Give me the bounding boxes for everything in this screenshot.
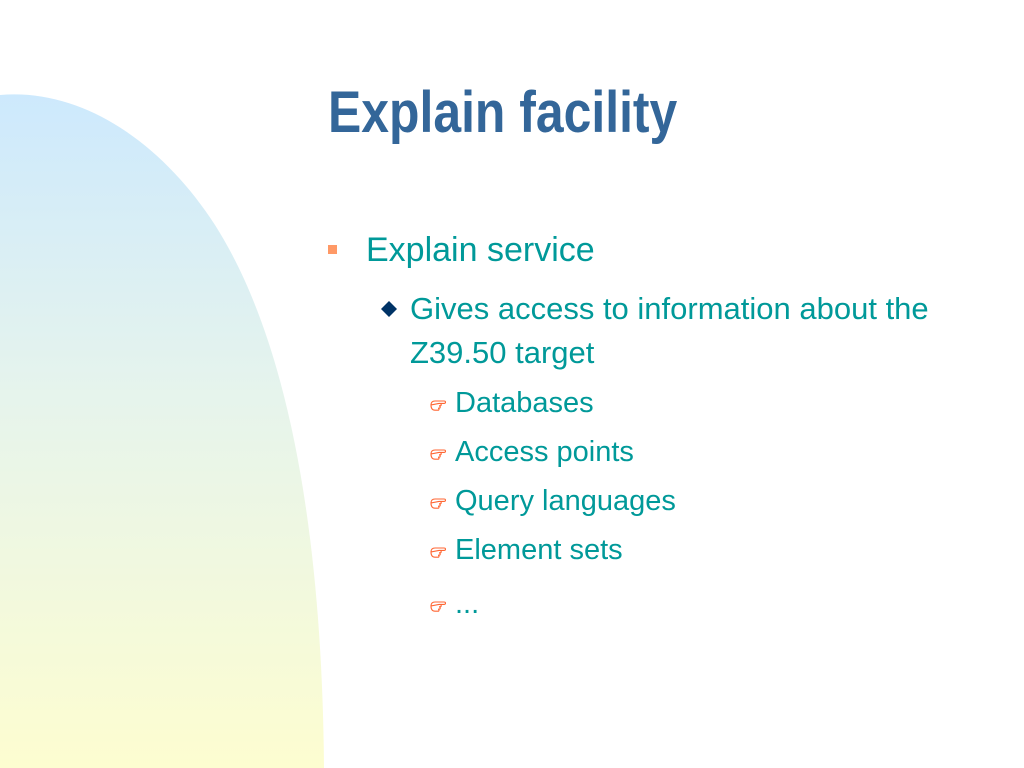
list-item-text: Access points (455, 436, 634, 468)
pointing-hand-icon (430, 449, 446, 460)
list-item-text: Element sets (455, 534, 623, 566)
pointing-hand-icon (430, 498, 446, 509)
sub-bullet-text: Gives access to information about the Z3… (410, 291, 929, 370)
pointing-hand-icon (430, 547, 446, 558)
slide-title: Explain facility (328, 80, 678, 145)
bullet-text: Explain service (366, 231, 595, 269)
list-item-text: Databases (455, 387, 594, 419)
pointing-hand-icon (430, 601, 446, 612)
list-item-text: ... (455, 588, 480, 620)
list-item-text: Query languages (455, 485, 676, 517)
square-bullet-icon (328, 245, 337, 254)
pointing-hand-icon (430, 400, 446, 411)
diamond-bullet-icon (381, 301, 397, 317)
